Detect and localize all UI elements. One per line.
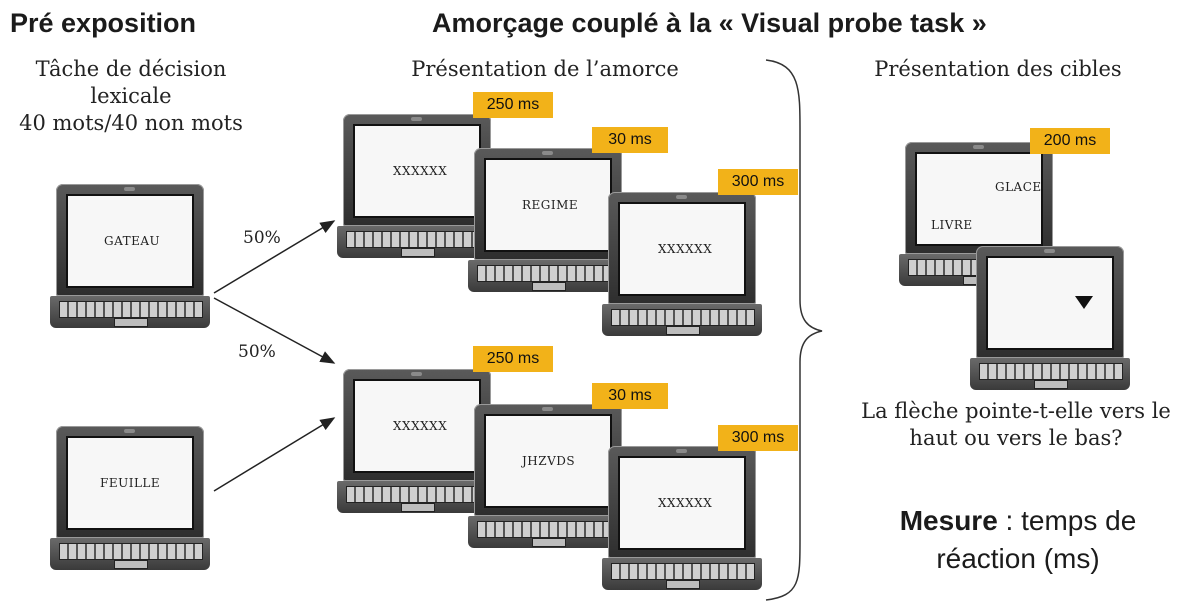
duration-badge-upper-mask2: 300 ms (718, 169, 798, 195)
task-caption: Tâche de décision lexicale 40 mots/40 no… (0, 56, 262, 137)
probe-question: La flèche pointe-t-elle vers le haut ou … (838, 398, 1194, 452)
targets-caption: Présentation des cibles (874, 57, 1122, 81)
arrow-to-lower-sequence (213, 297, 336, 364)
percent-lower: 50% (238, 342, 276, 362)
screen-word: JHZVDS (522, 454, 576, 468)
measure-rest: : temps de (997, 505, 1137, 536)
probe-question-line2: haut ou vers le bas? (909, 426, 1123, 450)
target-word-bottom: LIVRE (931, 218, 973, 232)
target-word-top: GLACE (995, 180, 1042, 194)
keyboard-icon (59, 543, 203, 560)
screen-word: XXXXXX (658, 496, 713, 510)
webcam-icon (124, 429, 135, 433)
arrow-to-upper-sequence (213, 220, 336, 294)
screen-word: XXXXXX (393, 419, 448, 433)
duration-badge-upper-mask1: 250 ms (473, 92, 553, 118)
down-triangle-icon (1075, 296, 1093, 309)
duration-badge-lower-mask2: 300 ms (718, 425, 798, 451)
prime-caption: Présentation de l’amorce (411, 57, 679, 81)
duration-badge-lower-mask1: 250 ms (473, 346, 553, 372)
duration-badge-upper-prime: 30 ms (592, 127, 668, 153)
arrow-from-bottom-laptop (213, 417, 336, 492)
measure-label: Mesure (899, 505, 998, 536)
heading-priming: Amorçage couplé à la « Visual probe task… (432, 8, 987, 38)
screen-word: REGIME (522, 198, 579, 212)
probe-question-line1: La flèche pointe-t-elle vers le (861, 399, 1171, 423)
task-caption-line1: Tâche de décision (35, 57, 227, 81)
measure-text: Mesure : temps de réaction (ms) (845, 502, 1191, 578)
measure-line2: réaction (ms) (936, 543, 1100, 574)
keyboard-icon (59, 301, 203, 318)
screen-word: XXXXXX (658, 242, 713, 256)
duration-badge-targets: 200 ms (1030, 128, 1110, 154)
task-caption-line2: lexicale (90, 84, 172, 108)
webcam-icon (124, 187, 135, 191)
task-caption-line3: 40 mots/40 non mots (19, 111, 243, 135)
screen-word: FEUILLE (100, 476, 161, 490)
heading-pre-exposition: Pré exposition (10, 8, 197, 38)
percent-upper: 50% (243, 228, 281, 248)
screen-word: XXXXXX (393, 164, 448, 178)
screen-word: GATEAU (104, 234, 161, 248)
grouping-brace (765, 59, 823, 601)
duration-badge-lower-prime: 30 ms (592, 383, 668, 409)
